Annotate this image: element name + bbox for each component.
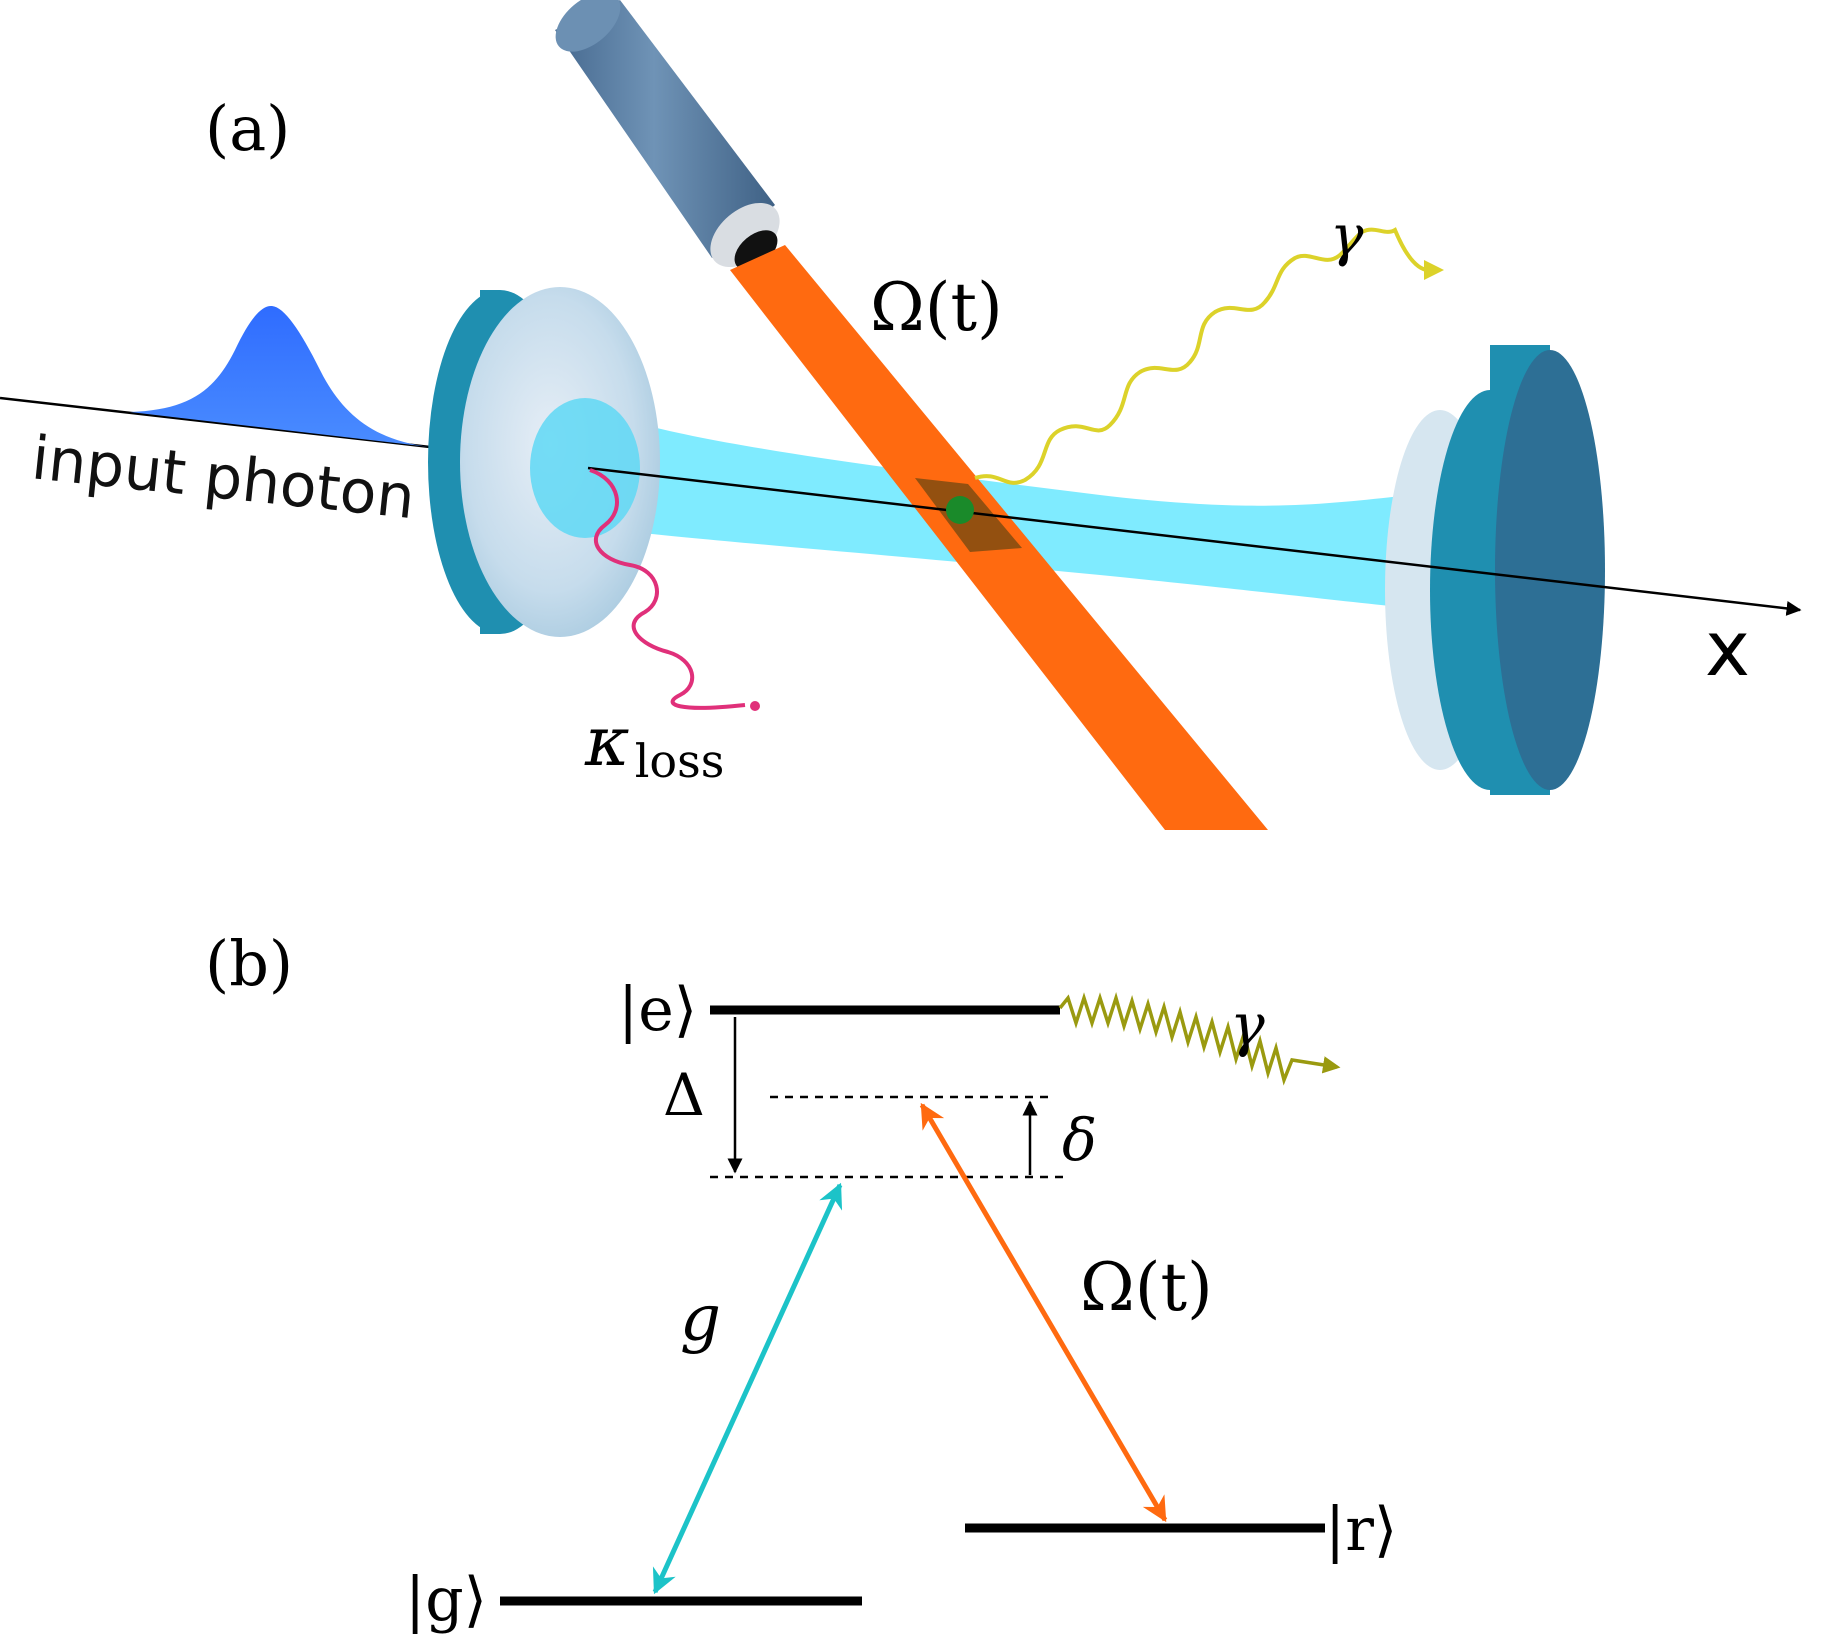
- g-coupling-arrow: [652, 1182, 843, 1595]
- state-g-label: |g⟩: [405, 1565, 487, 1635]
- cavity-axis: [587, 466, 1802, 616]
- delta-small-label: δ: [1062, 1106, 1097, 1174]
- gamma-wave-a: [974, 227, 1444, 485]
- axis-x-label: x: [1705, 604, 1750, 693]
- kappa-label: κ loss: [584, 703, 724, 788]
- kappa-symbol: κ: [584, 703, 630, 782]
- delta-cap-label: Δ: [663, 1061, 705, 1129]
- gamma-label-a: γ: [1330, 204, 1364, 269]
- photon-pulse: [130, 305, 430, 447]
- left-mirror: [428, 287, 660, 637]
- atom: [946, 496, 974, 524]
- omega-coupling-arrow: [919, 1102, 1168, 1523]
- kappa-wave-end: [750, 701, 760, 711]
- gamma-label-b: γ: [1230, 991, 1265, 1059]
- panel-b-label: (b): [205, 927, 293, 1000]
- omega-label-a: Ω(t): [870, 269, 1003, 346]
- gamma-wave-b: [1058, 991, 1341, 1086]
- panel-b: (b) |e⟩ |r⟩ |g⟩ Δ δ γ g Ω(t): [205, 927, 1397, 1635]
- panel-a: (a) input photon: [0, 0, 1802, 830]
- kappa-subscript: loss: [635, 734, 725, 788]
- panel-a-label: (a): [205, 92, 290, 165]
- state-r-label: |r⟩: [1325, 1495, 1397, 1565]
- kappa-wave: [589, 468, 746, 710]
- right-mirror: [1385, 345, 1605, 795]
- fiber: [555, 0, 780, 270]
- g-label: g: [680, 1282, 721, 1356]
- state-e-label: |e⟩: [618, 975, 697, 1045]
- input-beam-line: [0, 396, 431, 449]
- omega-label-b: Ω(t): [1080, 1249, 1213, 1326]
